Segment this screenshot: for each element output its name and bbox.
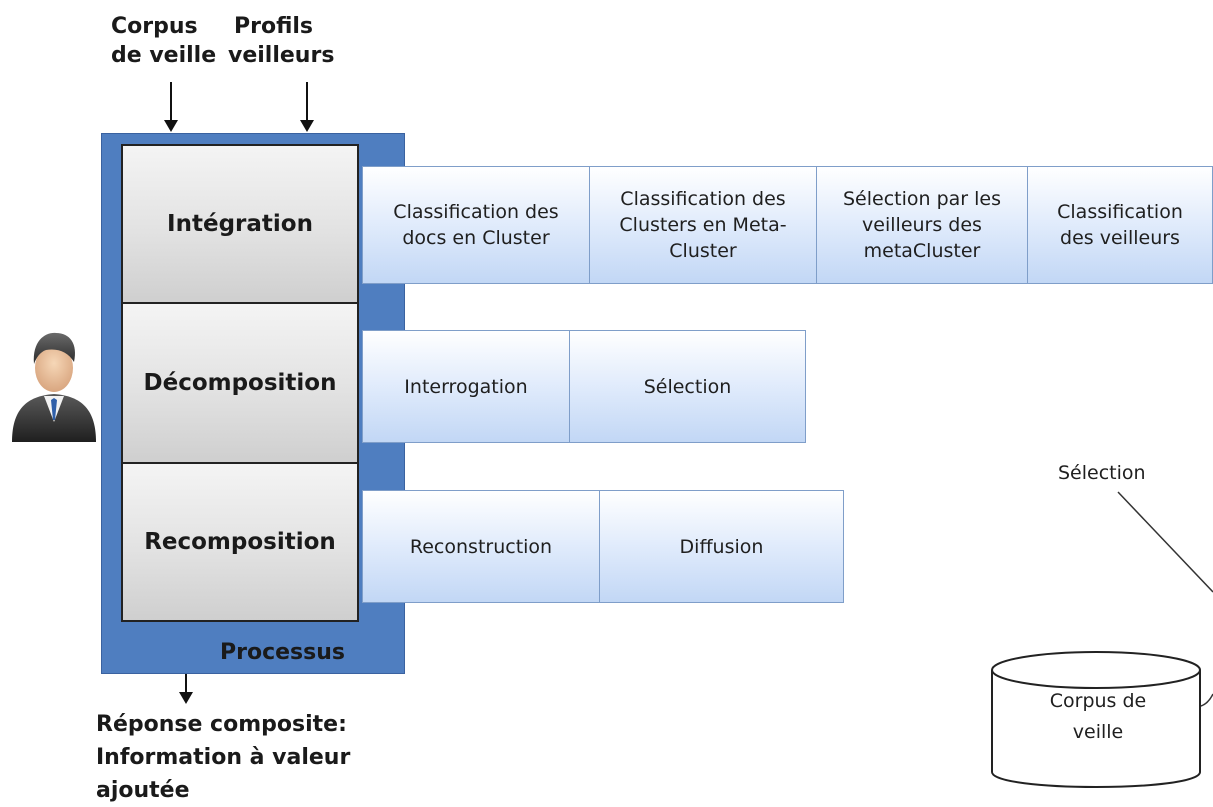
selection-annotation: Sélection (1058, 462, 1146, 484)
step-text: des veilleurs (1060, 227, 1180, 249)
corpus-line1: Corpus de (1049, 690, 1147, 712)
corpus-database-label: Corpus de veille (1000, 686, 1196, 748)
corpus-line2: veille (1072, 721, 1124, 743)
step-text: Classification (1057, 201, 1183, 223)
stage-decomposition: Décomposition (121, 302, 359, 464)
recomposition-step-diffusion: Diffusion (599, 490, 844, 603)
processus-label: Processus (220, 640, 345, 665)
output-label: Réponse composite: Information à valeur … (96, 708, 350, 807)
step-text: veilleurs des (862, 214, 982, 236)
stage-recomposition: Recomposition (121, 462, 359, 622)
output-arrow (179, 674, 193, 704)
decomposition-step-interrogation: Interrogation (362, 330, 570, 443)
integration-step-3: Sélection par les veilleurs des metaClus… (816, 166, 1028, 284)
output-line2: Information à valeur (96, 745, 351, 770)
input-corpus-label: Corpus de veille (111, 12, 216, 70)
corpus-input-arrow (164, 82, 178, 132)
integration-step-1: Classification des docs en Cluster (362, 166, 590, 284)
corpus-database-icon (991, 651, 1201, 788)
step-text: Cluster (669, 240, 737, 262)
input-corpus-line1: Corpus (111, 14, 198, 39)
user-avatar-icon (12, 332, 96, 442)
step-text: metaCluster (863, 240, 981, 262)
input-profils-line1: Profils (234, 14, 314, 39)
step-text: Sélection par les (842, 188, 1002, 210)
integration-step-4: Classification des veilleurs (1027, 166, 1213, 284)
output-line1: Réponse composite: (96, 712, 347, 737)
input-profils-line2: veilleurs (228, 43, 335, 68)
stage-integration: Intégration (121, 144, 359, 304)
recomposition-step-reconstruction: Reconstruction (362, 490, 600, 603)
integration-step-2: Classification des Clusters en Meta- Clu… (589, 166, 817, 284)
decomposition-step-selection: Sélection (569, 330, 806, 443)
step-text: Classification des (393, 201, 559, 223)
output-line3: ajoutée (96, 778, 190, 803)
step-text: Classification des (620, 188, 786, 210)
input-profils-label: Profils veilleurs (228, 12, 334, 70)
step-text: Clusters en Meta- (619, 214, 787, 236)
profils-input-arrow (300, 82, 314, 132)
input-corpus-line2: de veille (111, 43, 217, 68)
step-text: docs en Cluster (402, 227, 550, 249)
